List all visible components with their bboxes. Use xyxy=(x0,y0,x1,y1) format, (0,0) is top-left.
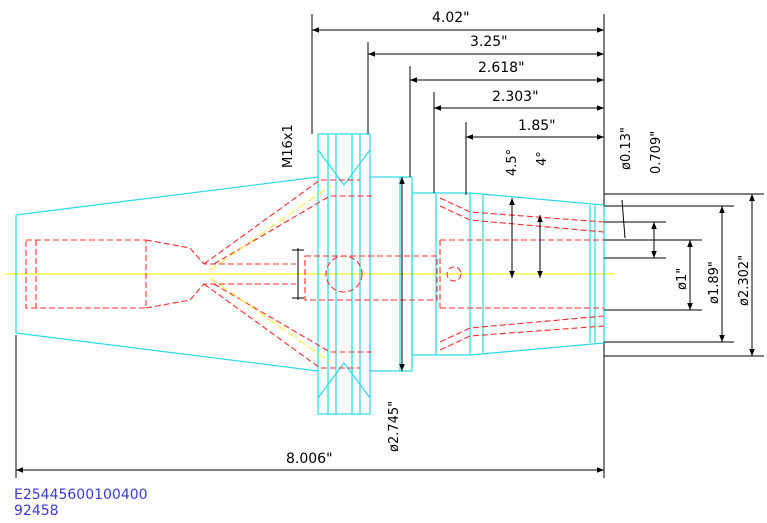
dim-dia-2-302: ø2.302" xyxy=(737,255,752,306)
dim-overall-top: 4.02" xyxy=(432,10,470,26)
dim-3-25: 3.25" xyxy=(470,34,508,50)
dim-thread: M16x1 xyxy=(281,124,296,168)
dim-dia-0-13: ø0.13" xyxy=(619,127,634,170)
part-number: E25445600100400 xyxy=(14,487,148,503)
dim-overall-length: 8.006" xyxy=(286,451,333,467)
part-code: 92458 xyxy=(14,503,59,519)
dim-angle-inner: 4° xyxy=(535,151,550,166)
dim-2-618: 2.618" xyxy=(478,60,525,76)
dim-0-709: 0.709" xyxy=(649,131,664,174)
dim-2-303: 2.303" xyxy=(492,89,539,105)
coolant-channels xyxy=(209,185,331,363)
dim-dia-1-89: ø1.89" xyxy=(707,261,722,304)
dim-angle-outer: 4.5° xyxy=(505,149,520,176)
dim-dia-2-745: ø2.745" xyxy=(387,401,402,452)
dim-dia-1: ø1" xyxy=(675,268,690,290)
dimension-lines xyxy=(15,14,764,478)
hidden-lines xyxy=(25,179,605,369)
dim-1-85: 1.85" xyxy=(518,118,556,134)
